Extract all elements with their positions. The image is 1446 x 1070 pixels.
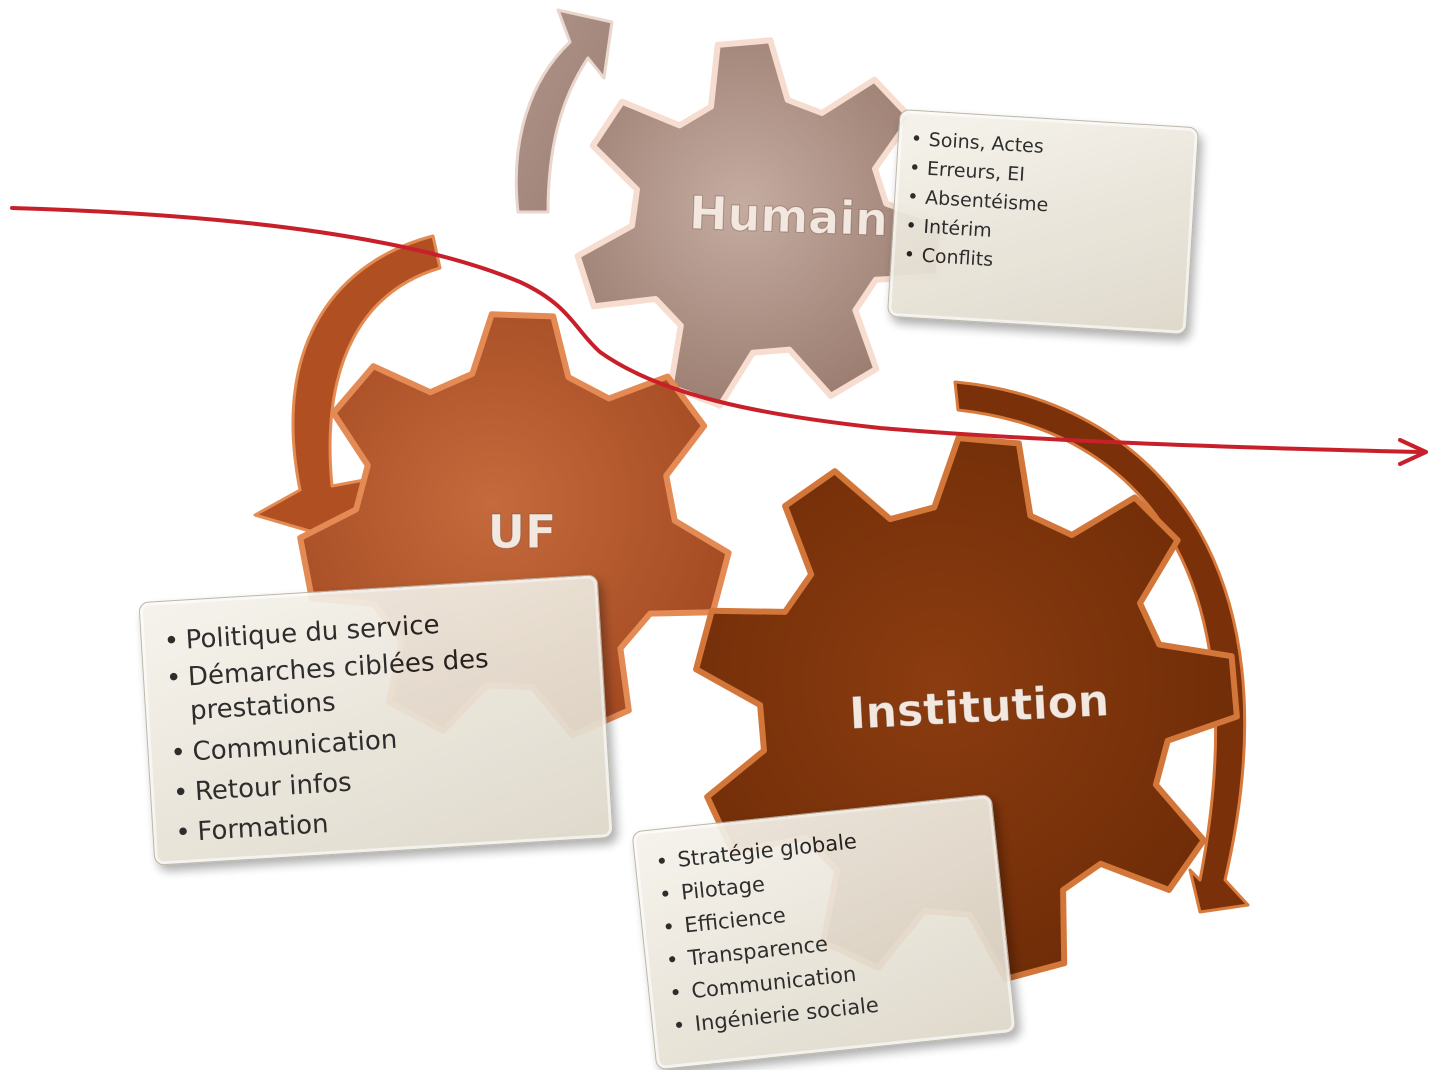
- humain-details-box: Soins, Actes Erreurs, EI Absentéisme Int…: [886, 109, 1200, 335]
- uf-gear-label: UF: [488, 505, 557, 559]
- humain-cycle-arrow: [514, 8, 614, 214]
- trend-line-arrow: [10, 206, 1428, 466]
- institution-cycle-arrow: [953, 380, 1250, 914]
- uf-details-box: Politique du service Démarches ciblées d…: [138, 574, 614, 866]
- institution-details-list: Stratégie globale Pilotage Efficience Tr…: [650, 812, 1001, 1044]
- humain-gear: Humain: [574, 37, 948, 409]
- uf-cycle-arrow: [253, 234, 442, 542]
- humain-details-list: Soins, Actes Erreurs, EI Absentéisme Int…: [903, 125, 1187, 287]
- uf-details-list: Politique du service Démarches ciblées d…: [159, 596, 598, 854]
- institution-details-box: Stratégie globale Pilotage Efficience Tr…: [631, 793, 1017, 1070]
- humain-gear-label: Humain: [688, 186, 888, 247]
